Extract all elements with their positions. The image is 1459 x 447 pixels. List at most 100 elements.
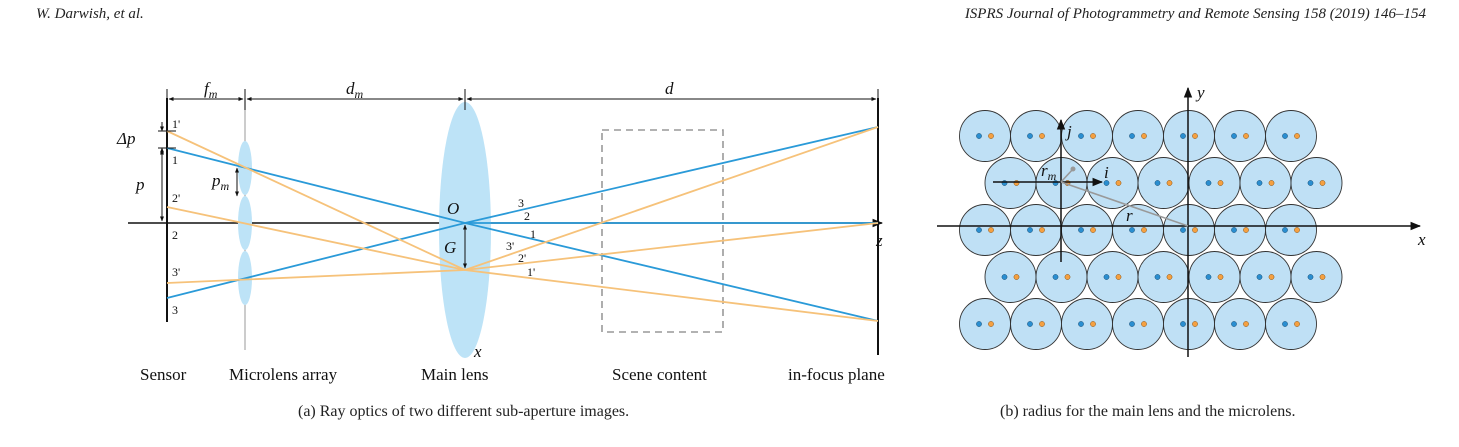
microlens-circle bbox=[1163, 110, 1215, 162]
blue-subaperture-dot bbox=[1231, 321, 1237, 327]
orange-subaperture-dot bbox=[1166, 274, 1173, 280]
p-label: p bbox=[135, 175, 145, 194]
microlens-circle bbox=[1163, 298, 1215, 350]
ray-tick-labels: 3 2 1 3' 2' 1' bbox=[506, 196, 536, 279]
orange-rays bbox=[166, 126, 879, 322]
rm-label: rm bbox=[1041, 161, 1057, 183]
svg-text:3': 3' bbox=[172, 265, 180, 279]
blue-subaperture-dot bbox=[976, 133, 982, 139]
orange-subaperture-dot bbox=[1141, 133, 1147, 139]
x-axis-label: x bbox=[473, 342, 482, 361]
figure-b-microlens-grid: x y i j r rm bbox=[937, 83, 1426, 357]
blue-subaperture-dot bbox=[1129, 321, 1135, 327]
dimension-lines bbox=[166, 89, 879, 110]
f-m-label: fm bbox=[204, 79, 218, 101]
orange-subaperture-dot bbox=[1115, 180, 1122, 186]
microlens-circle bbox=[1112, 298, 1164, 350]
microlens-circle bbox=[1010, 204, 1062, 256]
blue-subaperture-dot bbox=[1001, 180, 1008, 186]
j-axis-label: j bbox=[1065, 122, 1072, 141]
microlens-circle bbox=[959, 204, 1011, 256]
blue-subaperture-dot bbox=[1282, 227, 1288, 233]
orange-subaperture-dot bbox=[1243, 133, 1249, 139]
svg-text:3: 3 bbox=[172, 303, 178, 317]
blue-rays bbox=[166, 126, 879, 322]
microlens-circle bbox=[1086, 251, 1139, 303]
orange-subaperture-dot bbox=[1090, 133, 1096, 139]
sensor-tick-labels: 1' 1 2' 2 3' 3 bbox=[172, 117, 180, 317]
orange-subaperture-dot bbox=[1294, 227, 1300, 233]
microlens-circle bbox=[1010, 110, 1062, 162]
svg-text:2': 2' bbox=[518, 251, 526, 265]
y-axis-label: y bbox=[1195, 83, 1205, 102]
orange-subaperture-dot bbox=[1217, 180, 1224, 186]
d-label: d bbox=[665, 79, 674, 98]
microlens-circle bbox=[1290, 157, 1343, 209]
blue-subaperture-dot bbox=[1205, 180, 1212, 186]
microlens-circle bbox=[1265, 110, 1317, 162]
microlens-circle bbox=[1188, 157, 1241, 209]
microlens-circle bbox=[1137, 157, 1190, 209]
microlens-circle bbox=[1086, 157, 1139, 209]
blue-subaperture-dot bbox=[1154, 180, 1161, 186]
svg-text:1: 1 bbox=[530, 227, 536, 241]
microlens-circle bbox=[1239, 251, 1292, 303]
d-m-label: dm bbox=[346, 79, 364, 101]
orange-subaperture-dot bbox=[988, 227, 994, 233]
rm-radius-line bbox=[1060, 168, 1074, 183]
orange-subaperture-dot bbox=[988, 321, 994, 327]
x-axis-label: x bbox=[1417, 230, 1426, 249]
blue-subaperture-dot bbox=[1256, 274, 1263, 280]
blue-subaperture-dot bbox=[1307, 274, 1314, 280]
microlens-circle bbox=[1290, 251, 1343, 303]
blue-subaperture-dot bbox=[1129, 133, 1135, 139]
orange-subaperture-dot bbox=[1319, 274, 1326, 280]
blue-subaperture-dot bbox=[976, 227, 982, 233]
svg-text:2': 2' bbox=[172, 191, 180, 205]
svg-text:2: 2 bbox=[524, 209, 530, 223]
orange-subaperture-dot bbox=[1141, 321, 1147, 327]
pitch-marks bbox=[158, 122, 467, 269]
microlens-circle bbox=[959, 298, 1011, 350]
microlens-circle bbox=[984, 157, 1037, 209]
blue-subaperture-dot bbox=[1078, 227, 1084, 233]
blue-subaperture-dot bbox=[1027, 227, 1033, 233]
blue-subaperture-dot bbox=[1103, 274, 1110, 280]
svg-text:1: 1 bbox=[172, 153, 178, 167]
G-label: G bbox=[444, 238, 456, 257]
microlens-circle bbox=[1265, 298, 1317, 350]
microlens-circle bbox=[1112, 204, 1164, 256]
figure-a-ray-optics: fm dm d Δp p pm O G z x 1' 1 2' 2 3' 3 bbox=[116, 79, 885, 384]
blue-subaperture-dot bbox=[1231, 133, 1237, 139]
scene-content-label: Scene content bbox=[612, 365, 707, 384]
orange-subaperture-dot bbox=[1192, 133, 1198, 139]
orange-subaperture-dot bbox=[1294, 133, 1300, 139]
orange-subaperture-dot bbox=[1192, 227, 1198, 233]
r-label: r bbox=[1126, 206, 1133, 225]
blue-subaperture-dot bbox=[1256, 180, 1263, 186]
microlens-circle bbox=[1061, 298, 1113, 350]
svg-text:1': 1' bbox=[172, 117, 180, 131]
microlens-circle bbox=[1214, 298, 1266, 350]
microlens-circle bbox=[1112, 110, 1164, 162]
z-axis-label: z bbox=[875, 231, 883, 250]
orange-subaperture-dot bbox=[1141, 227, 1147, 233]
blue-subaperture-dot bbox=[1307, 180, 1314, 186]
orange-subaperture-dot bbox=[988, 133, 994, 139]
blue-subaperture-dot bbox=[1078, 321, 1084, 327]
blue-subaperture-dot bbox=[1027, 133, 1033, 139]
orange-subaperture-dot bbox=[1217, 274, 1224, 280]
blue-subaperture-dot bbox=[1180, 321, 1186, 327]
blue-subaperture-dot bbox=[1231, 227, 1237, 233]
orange-subaperture-dot bbox=[1294, 321, 1300, 327]
p-m-label: pm bbox=[211, 171, 230, 193]
orange-subaperture-dot bbox=[1268, 180, 1275, 186]
microlens-circle bbox=[1163, 204, 1215, 256]
orange-subaperture-dot bbox=[1115, 274, 1122, 280]
running-header-authors: W. Darwish, et al. bbox=[36, 6, 144, 22]
running-header-journal: ISPRS Journal of Photogrammetry and Remo… bbox=[964, 6, 1426, 22]
microlens-circle bbox=[1010, 298, 1062, 350]
microlens-circle bbox=[1214, 204, 1266, 256]
microlens-array-label: Microlens array bbox=[229, 365, 338, 384]
